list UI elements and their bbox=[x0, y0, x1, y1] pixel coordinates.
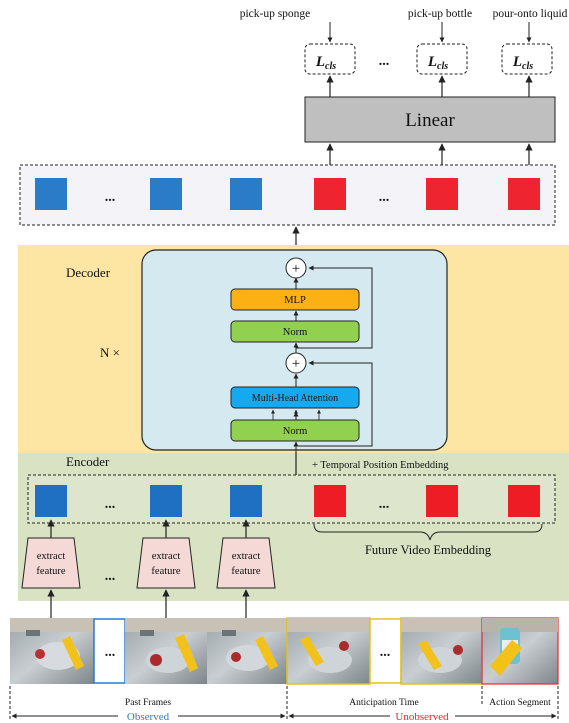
label-pour-onto-liquid: pour-onto liquid bbox=[493, 8, 568, 20]
past-ellipsis-frame bbox=[93, 618, 126, 684]
loss-box-3: Lcls bbox=[501, 43, 553, 75]
past-frames-ellipsis: ... bbox=[105, 645, 116, 660]
anticipation-frame-1 bbox=[286, 617, 371, 685]
output-token-future-1 bbox=[314, 178, 346, 210]
output-token-observed-2 bbox=[150, 178, 182, 210]
input-ellipsis-future: ... bbox=[379, 497, 390, 512]
norm-block-bottom bbox=[230, 419, 360, 442]
past-frame-3 bbox=[207, 618, 287, 684]
decoder-repeat: N × bbox=[100, 345, 120, 360]
svg-text:extract: extract bbox=[152, 551, 181, 562]
extract-feature-3: extract feature bbox=[216, 537, 276, 589]
input-token-future-3 bbox=[508, 485, 540, 517]
encoder-title: Encoder bbox=[66, 454, 110, 469]
input-token-observed-3 bbox=[230, 485, 262, 517]
svg-text:feature: feature bbox=[231, 566, 260, 577]
past-frame-2 bbox=[125, 618, 207, 684]
anticipation-ellipsis-frame bbox=[369, 618, 402, 684]
norm-bottom-label: Norm bbox=[283, 426, 308, 437]
residual-add-upper bbox=[285, 257, 307, 279]
plus-upper: + bbox=[292, 261, 300, 277]
output-token-sequence bbox=[19, 164, 556, 226]
past-frames-label: Past Frames bbox=[125, 698, 171, 708]
label-pick-up-sponge: pick-up sponge bbox=[240, 8, 311, 20]
svg-text:Lcls: Lcls bbox=[427, 54, 448, 72]
loss-box-2: Lcls bbox=[416, 43, 468, 75]
future-video-embedding-label: Future Video Embedding bbox=[365, 543, 492, 557]
decoder-block bbox=[141, 249, 448, 451]
action-segment-label: Action Segment bbox=[489, 698, 551, 708]
output-ellipsis-observed: ... bbox=[105, 190, 116, 205]
unobserved-label: Unobserved bbox=[395, 711, 449, 723]
past-frame-1 bbox=[10, 618, 94, 684]
anticipation-frame-2 bbox=[400, 617, 483, 685]
encoder-region bbox=[18, 453, 569, 601]
output-token-observed-1 bbox=[35, 178, 67, 210]
linear-layer bbox=[304, 96, 556, 143]
input-token-sequence bbox=[27, 474, 556, 524]
svg-text:Lcls: Lcls bbox=[315, 54, 336, 72]
input-ellipsis-observed: ... bbox=[105, 497, 116, 512]
temporal-position-embedding-label: + Temporal Position Embedding bbox=[312, 460, 449, 471]
mlp-label: MLP bbox=[284, 295, 306, 306]
input-token-observed-2 bbox=[150, 485, 182, 517]
mlp-block bbox=[230, 288, 360, 311]
decoder-title: Decoder bbox=[66, 265, 111, 280]
loss-ellipsis: ... bbox=[379, 54, 390, 69]
norm-top-label: Norm bbox=[283, 327, 308, 338]
label-pick-up-bottle: pick-up bottle bbox=[408, 8, 472, 20]
output-ellipsis-future: ... bbox=[379, 190, 390, 205]
svg-text:feature: feature bbox=[36, 566, 65, 577]
svg-text:extract: extract bbox=[232, 551, 261, 562]
svg-text:Lcls: Lcls bbox=[512, 54, 533, 72]
future-brace bbox=[313, 523, 543, 541]
svg-text:extract: extract bbox=[37, 551, 66, 562]
output-token-future-2 bbox=[426, 178, 458, 210]
output-token-observed-3 bbox=[230, 178, 262, 210]
extract-ellipsis: ... bbox=[105, 569, 116, 584]
video-frame-strip: ... ... bbox=[10, 617, 559, 685]
input-token-observed-1 bbox=[35, 485, 67, 517]
output-token-future-3 bbox=[508, 178, 540, 210]
linear-label: Linear bbox=[405, 110, 455, 131]
plus-lower: + bbox=[292, 356, 300, 372]
attention-label: Multi-Head Attention bbox=[252, 393, 338, 404]
anticipation-time-label: Anticipation Time bbox=[349, 698, 418, 708]
svg-text:feature: feature bbox=[151, 566, 180, 577]
extract-feature-1: extract feature bbox=[21, 537, 81, 589]
attention-block bbox=[230, 386, 360, 409]
observed-label: Observed bbox=[127, 711, 170, 723]
extract-feature-2: extract feature bbox=[136, 537, 196, 589]
norm-block-top bbox=[230, 320, 360, 343]
action-segment-frame bbox=[481, 617, 559, 685]
input-token-future-1 bbox=[314, 485, 346, 517]
anticipation-ellipsis: ... bbox=[380, 645, 391, 660]
loss-box-1: Lcls bbox=[304, 43, 356, 75]
input-token-future-2 bbox=[426, 485, 458, 517]
